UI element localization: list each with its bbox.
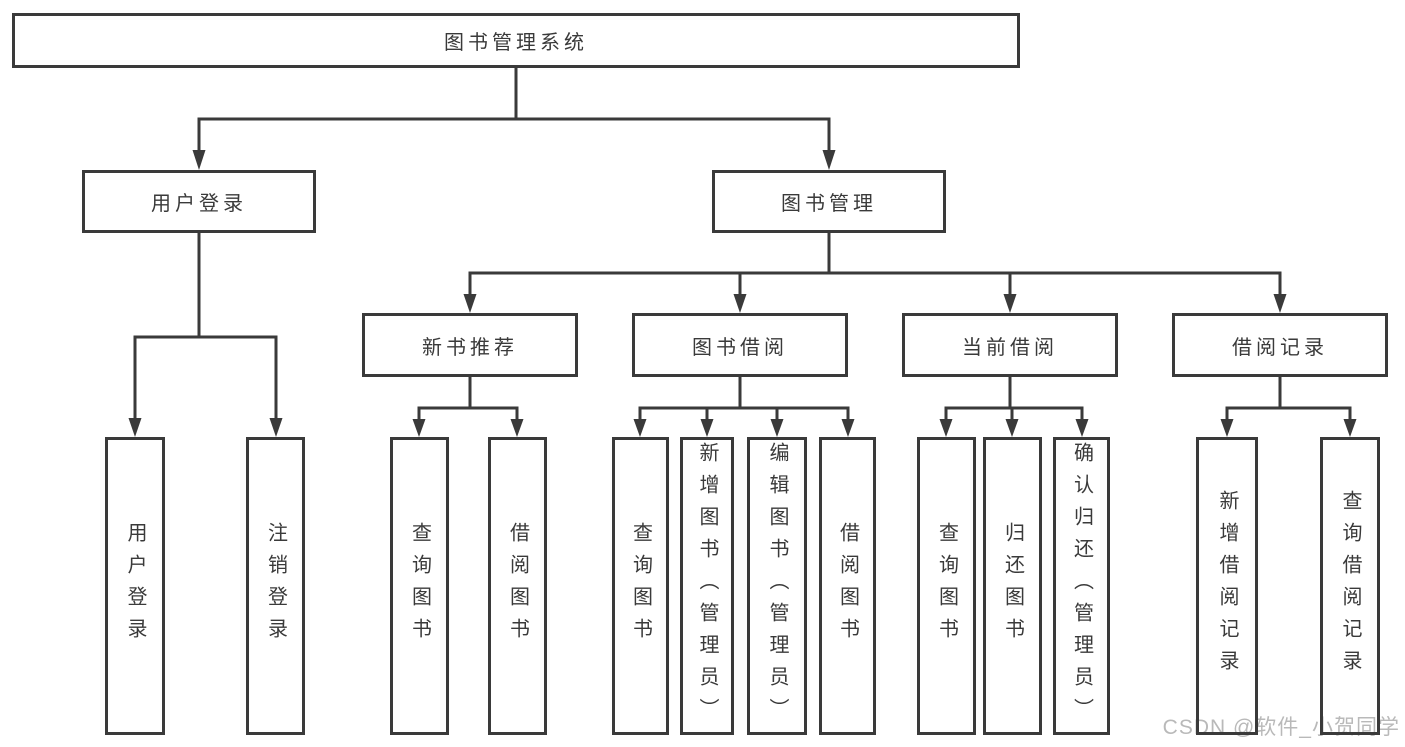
node-user-login-label: 用户登录 [151, 193, 247, 215]
connector-book-mgmt-children [463, 231, 1287, 313]
node-current-borrowing-label: 当前借阅 [962, 336, 1058, 359]
leaf-query-books-recommend-label: 查询图书 [408, 522, 431, 650]
leaf-logout: 注销登录 [246, 437, 305, 735]
leaf-add-books-admin: 新增图书（管理员） [680, 437, 734, 735]
node-book-borrowing: 图书借阅 [632, 313, 848, 377]
node-borrowing-records: 借阅记录 [1172, 313, 1388, 377]
leaf-confirm-return-admin-label: 确认归还（管理员） [1070, 442, 1093, 730]
csdn-watermark: CSDN @软件_小贺同学 [1162, 716, 1400, 739]
leaf-return-books-label: 归还图书 [1001, 522, 1024, 650]
leaf-confirm-return-admin: 确认归还（管理员） [1053, 437, 1110, 735]
leaf-user-login: 用户登录 [105, 437, 165, 735]
leaf-borrow-books-recommend: 借阅图书 [488, 437, 547, 735]
leaf-edit-books-admin-label: 编辑图书（管理员） [766, 442, 788, 730]
leaf-query-books-recommend: 查询图书 [390, 437, 449, 735]
node-user-login: 用户登录 [82, 170, 316, 233]
leaf-borrow-books-recommend-label: 借阅图书 [506, 522, 529, 650]
connector-current-borrow-children [939, 375, 1089, 437]
leaf-borrow-books-borrowing-label: 借阅图书 [836, 522, 859, 650]
node-current-borrowing: 当前借阅 [902, 313, 1118, 377]
leaf-add-books-admin-label: 新增图书（管理员） [696, 442, 718, 730]
leaf-borrow-books-borrowing: 借阅图书 [819, 437, 876, 735]
connector-book-borrow-children [633, 375, 855, 437]
connector-root-to-level2 [192, 66, 836, 170]
node-root-label: 图书管理系统 [444, 32, 588, 54]
node-book-management: 图书管理 [712, 170, 946, 233]
node-root-system: 图书管理系统 [12, 13, 1020, 68]
node-new-book-recommend: 新书推荐 [362, 313, 578, 377]
leaf-return-books: 归还图书 [983, 437, 1042, 735]
node-new-book-recommend-label: 新书推荐 [422, 336, 518, 359]
leaf-logout-label: 注销登录 [264, 522, 287, 650]
leaf-query-borrow-record-label: 查询借阅记录 [1339, 490, 1361, 682]
node-book-management-label: 图书管理 [781, 193, 877, 215]
connector-new-book-children [412, 375, 524, 437]
connector-borrow-record-children [1220, 375, 1357, 437]
connector-user-login-children [128, 231, 283, 437]
node-borrowing-records-label: 借阅记录 [1232, 336, 1328, 359]
leaf-add-borrow-record: 新增借阅记录 [1196, 437, 1258, 735]
leaf-query-books-current-label: 查询图书 [935, 522, 958, 650]
leaf-query-books-borrowing: 查询图书 [612, 437, 669, 735]
leaf-query-books-current: 查询图书 [917, 437, 976, 735]
node-book-borrowing-label: 图书借阅 [692, 336, 788, 359]
leaf-query-books-borrowing-label: 查询图书 [629, 522, 652, 650]
leaf-query-borrow-record: 查询借阅记录 [1320, 437, 1380, 735]
leaf-edit-books-admin: 编辑图书（管理员） [747, 437, 807, 735]
leaf-user-login-label: 用户登录 [124, 522, 146, 650]
leaf-add-borrow-record-label: 新增借阅记录 [1216, 490, 1238, 682]
